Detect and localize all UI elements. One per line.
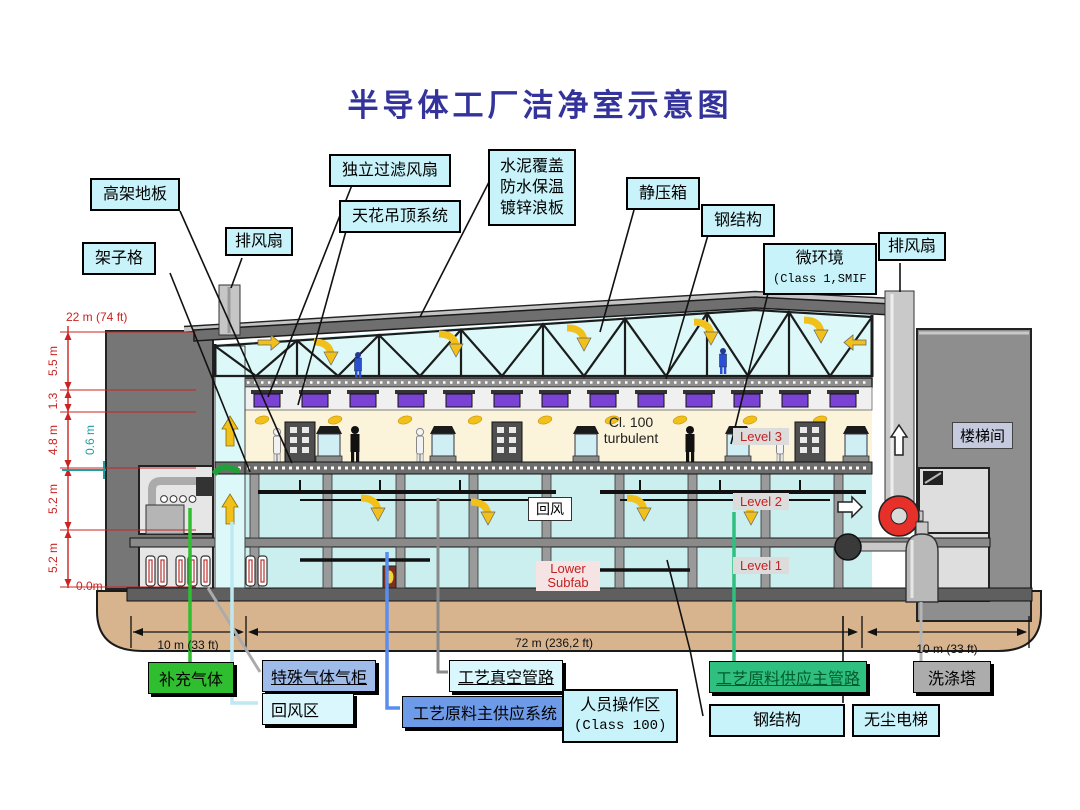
legend-scrubber-tower: 洗涤塔 xyxy=(913,661,992,693)
raised-floor-dimension xyxy=(62,461,106,479)
left-annex xyxy=(105,330,214,590)
dim-1-3: 1.3 xyxy=(46,392,60,410)
stairwell-label: 楼梯间 xyxy=(952,422,1014,449)
cleanroom-lamps xyxy=(254,415,828,425)
class100-annotation: Cl. 100 turbulent xyxy=(603,414,659,446)
dim-width-center: 72 m (236,2 ft) xyxy=(514,636,594,650)
dim-width-left: 10 m (33 ft) xyxy=(157,638,219,652)
callout-exhaust-fan-right: 排风扇 xyxy=(878,232,947,261)
callout-leader-lines xyxy=(169,181,901,717)
floor-slabs xyxy=(126,537,1033,602)
callout-raised-floor: 高架地板 xyxy=(90,178,181,211)
ffu-units xyxy=(251,390,859,408)
callout-independent-filter-fan: 独立过滤风扇 xyxy=(329,154,452,187)
legend-process-material-supply-main-pipe: 工艺原料供应主管路 xyxy=(709,661,868,693)
callout-rack-grid: 架子格 xyxy=(82,242,157,275)
legend-makeup-gas: 补充气体 xyxy=(148,662,235,694)
dim-0-6: 0.6 m xyxy=(83,424,97,456)
roof xyxy=(183,290,915,342)
callout-steel-structure-top: 钢结构 xyxy=(701,204,776,237)
legend-operator-area: 人员操作区 (Class 100) xyxy=(562,689,679,743)
level1-badge: Level 1 xyxy=(733,557,789,574)
subfab-piping xyxy=(258,480,866,572)
dim-5-2-upper: 5.2 m xyxy=(46,483,60,515)
exhaust-stack-left xyxy=(218,284,241,336)
legend-process-vacuum-piping: 工艺真空管路 xyxy=(449,660,564,692)
callout-ceiling-system: 天花吊顶系统 xyxy=(339,200,462,233)
bottom-leader-lines xyxy=(188,498,923,710)
ceiling-walkway xyxy=(214,377,873,388)
dim-5-5: 5.5 m xyxy=(46,345,60,377)
callout-plenum: 静压箱 xyxy=(626,177,701,210)
lower-subfab-annotation: Lower Subfab xyxy=(536,561,600,591)
dim-width-right: 10 m (33 ft) xyxy=(916,642,978,656)
page-title: 半导体工厂洁净室示意图 xyxy=(347,88,733,123)
callout-roof-cover: 水泥覆盖 防水保温 镀锌浪板 xyxy=(488,149,577,226)
callout-exhaust-fan-left: 排风扇 xyxy=(225,227,294,256)
dim-5-2-lower: 5.2 m xyxy=(46,542,60,574)
makeup-gas-elbow xyxy=(211,464,240,476)
legend-steel-structure-bottom: 钢结构 xyxy=(709,704,845,737)
white-arrows xyxy=(837,423,909,519)
dim-ground-zero: 0.0m xyxy=(76,579,103,593)
return-air-shaft xyxy=(211,345,246,589)
legend-process-material-main-supply: 工艺原料主供应系统 xyxy=(402,696,569,728)
legend-special-gas-cabinet: 特殊气体气柜 xyxy=(262,660,377,692)
level3-badge: Level 3 xyxy=(733,428,789,445)
raised-floor xyxy=(214,461,873,475)
return-air-annotation: 回风 xyxy=(528,497,572,521)
legend-return-air-zone: 回风区 xyxy=(262,693,354,725)
dim-4-8: 4.8 m xyxy=(46,424,60,456)
scrubber-tank xyxy=(905,521,939,603)
ground xyxy=(96,590,1042,652)
height-dimension-lines xyxy=(60,326,196,588)
callout-micro-environment: 微环境 (Class 1,SMIF xyxy=(763,243,877,295)
legend-cleanroom-elevator: 无尘电梯 xyxy=(852,704,941,737)
width-dimension-lines xyxy=(130,616,1030,648)
dim-total-height: 22 m (74 ft) xyxy=(66,310,128,324)
level2-badge: Level 2 xyxy=(733,493,789,510)
duct-fan xyxy=(834,533,909,561)
exhaust-stack-right xyxy=(884,290,915,513)
